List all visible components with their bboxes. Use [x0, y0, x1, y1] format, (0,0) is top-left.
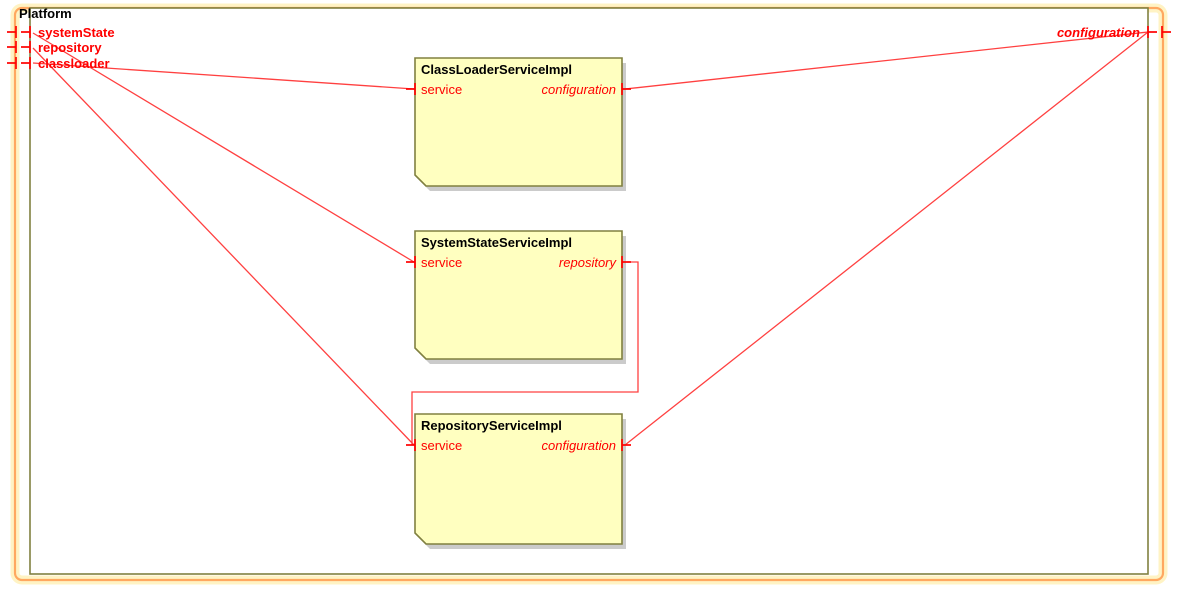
connector-classloaderservice-to-configuration	[624, 31, 1149, 90]
port-marker-rs-service	[406, 439, 416, 451]
port-label-cls-configuration: configuration	[542, 82, 616, 97]
port-marker-sss-service	[406, 256, 416, 268]
port-marker-inner-ext-configuration	[1147, 26, 1157, 38]
connector-repository-to-repositoryservice	[32, 47, 415, 446]
port-label-rs-configuration: configuration	[542, 438, 616, 453]
component-body[interactable]	[414, 230, 623, 360]
port-marker-rs-configuration	[621, 439, 631, 451]
port-marker-outer-ext-classloader	[7, 57, 17, 69]
external-port-ext-classloader[interactable]: classloader	[7, 56, 110, 71]
external-port-label-ext-configuration: configuration	[1057, 25, 1140, 40]
port-marker-cls-configuration	[621, 83, 631, 95]
component-title: ClassLoaderServiceImpl	[421, 62, 572, 77]
component-body[interactable]	[414, 57, 623, 187]
port-marker-sss-repository	[621, 256, 631, 268]
package-title: Platform	[19, 6, 72, 21]
external-port-ext-systemstate[interactable]: systemState	[7, 25, 115, 40]
component-systemstateserviceimpl[interactable]: SystemStateServiceImpl service repository	[406, 230, 631, 364]
port-label-cls-service: service	[421, 82, 462, 97]
external-port-label-ext-repository: repository	[38, 40, 102, 55]
connector-classloader-to-classloaderservice	[32, 62, 415, 90]
port-marker-cls-service	[406, 83, 416, 95]
port-label-sss-repository: repository	[559, 255, 618, 270]
connector-systemstateservice-to-repositoryservice	[411, 261, 639, 445]
port-marker-inner-ext-classloader	[21, 57, 31, 69]
connector-repositoryservice-to-configuration	[624, 31, 1149, 446]
port-marker-outer-ext-repository	[7, 41, 17, 53]
component-repositoryserviceimpl[interactable]: RepositoryServiceImpl service configuratio…	[406, 413, 631, 549]
external-port-ext-configuration[interactable]: configuration	[1057, 25, 1171, 40]
port-marker-outer-ext-configuration	[1161, 26, 1171, 38]
component-classloaderserviceimpl[interactable]: ClassLoaderServiceImpl service configurati…	[406, 57, 631, 191]
connector-systemstate-to-systemstateservice	[32, 32, 415, 263]
component-title: SystemStateServiceImpl	[421, 235, 572, 250]
external-port-label-ext-systemstate: systemState	[38, 25, 115, 40]
component-title: RepositoryServiceImpl	[421, 418, 562, 433]
external-port-label-ext-classloader: classloader	[38, 56, 110, 71]
port-marker-inner-ext-systemstate	[21, 26, 31, 38]
connector-layer	[32, 31, 1149, 446]
component-body[interactable]	[414, 413, 623, 545]
port-label-sss-service: service	[421, 255, 462, 270]
port-label-rs-service: service	[421, 438, 462, 453]
port-marker-outer-ext-systemstate	[7, 26, 17, 38]
external-port-ext-repository[interactable]: repository	[7, 40, 102, 55]
port-marker-inner-ext-repository	[21, 41, 31, 53]
components-layer: ClassLoaderServiceImpl service configurati…	[406, 57, 631, 549]
